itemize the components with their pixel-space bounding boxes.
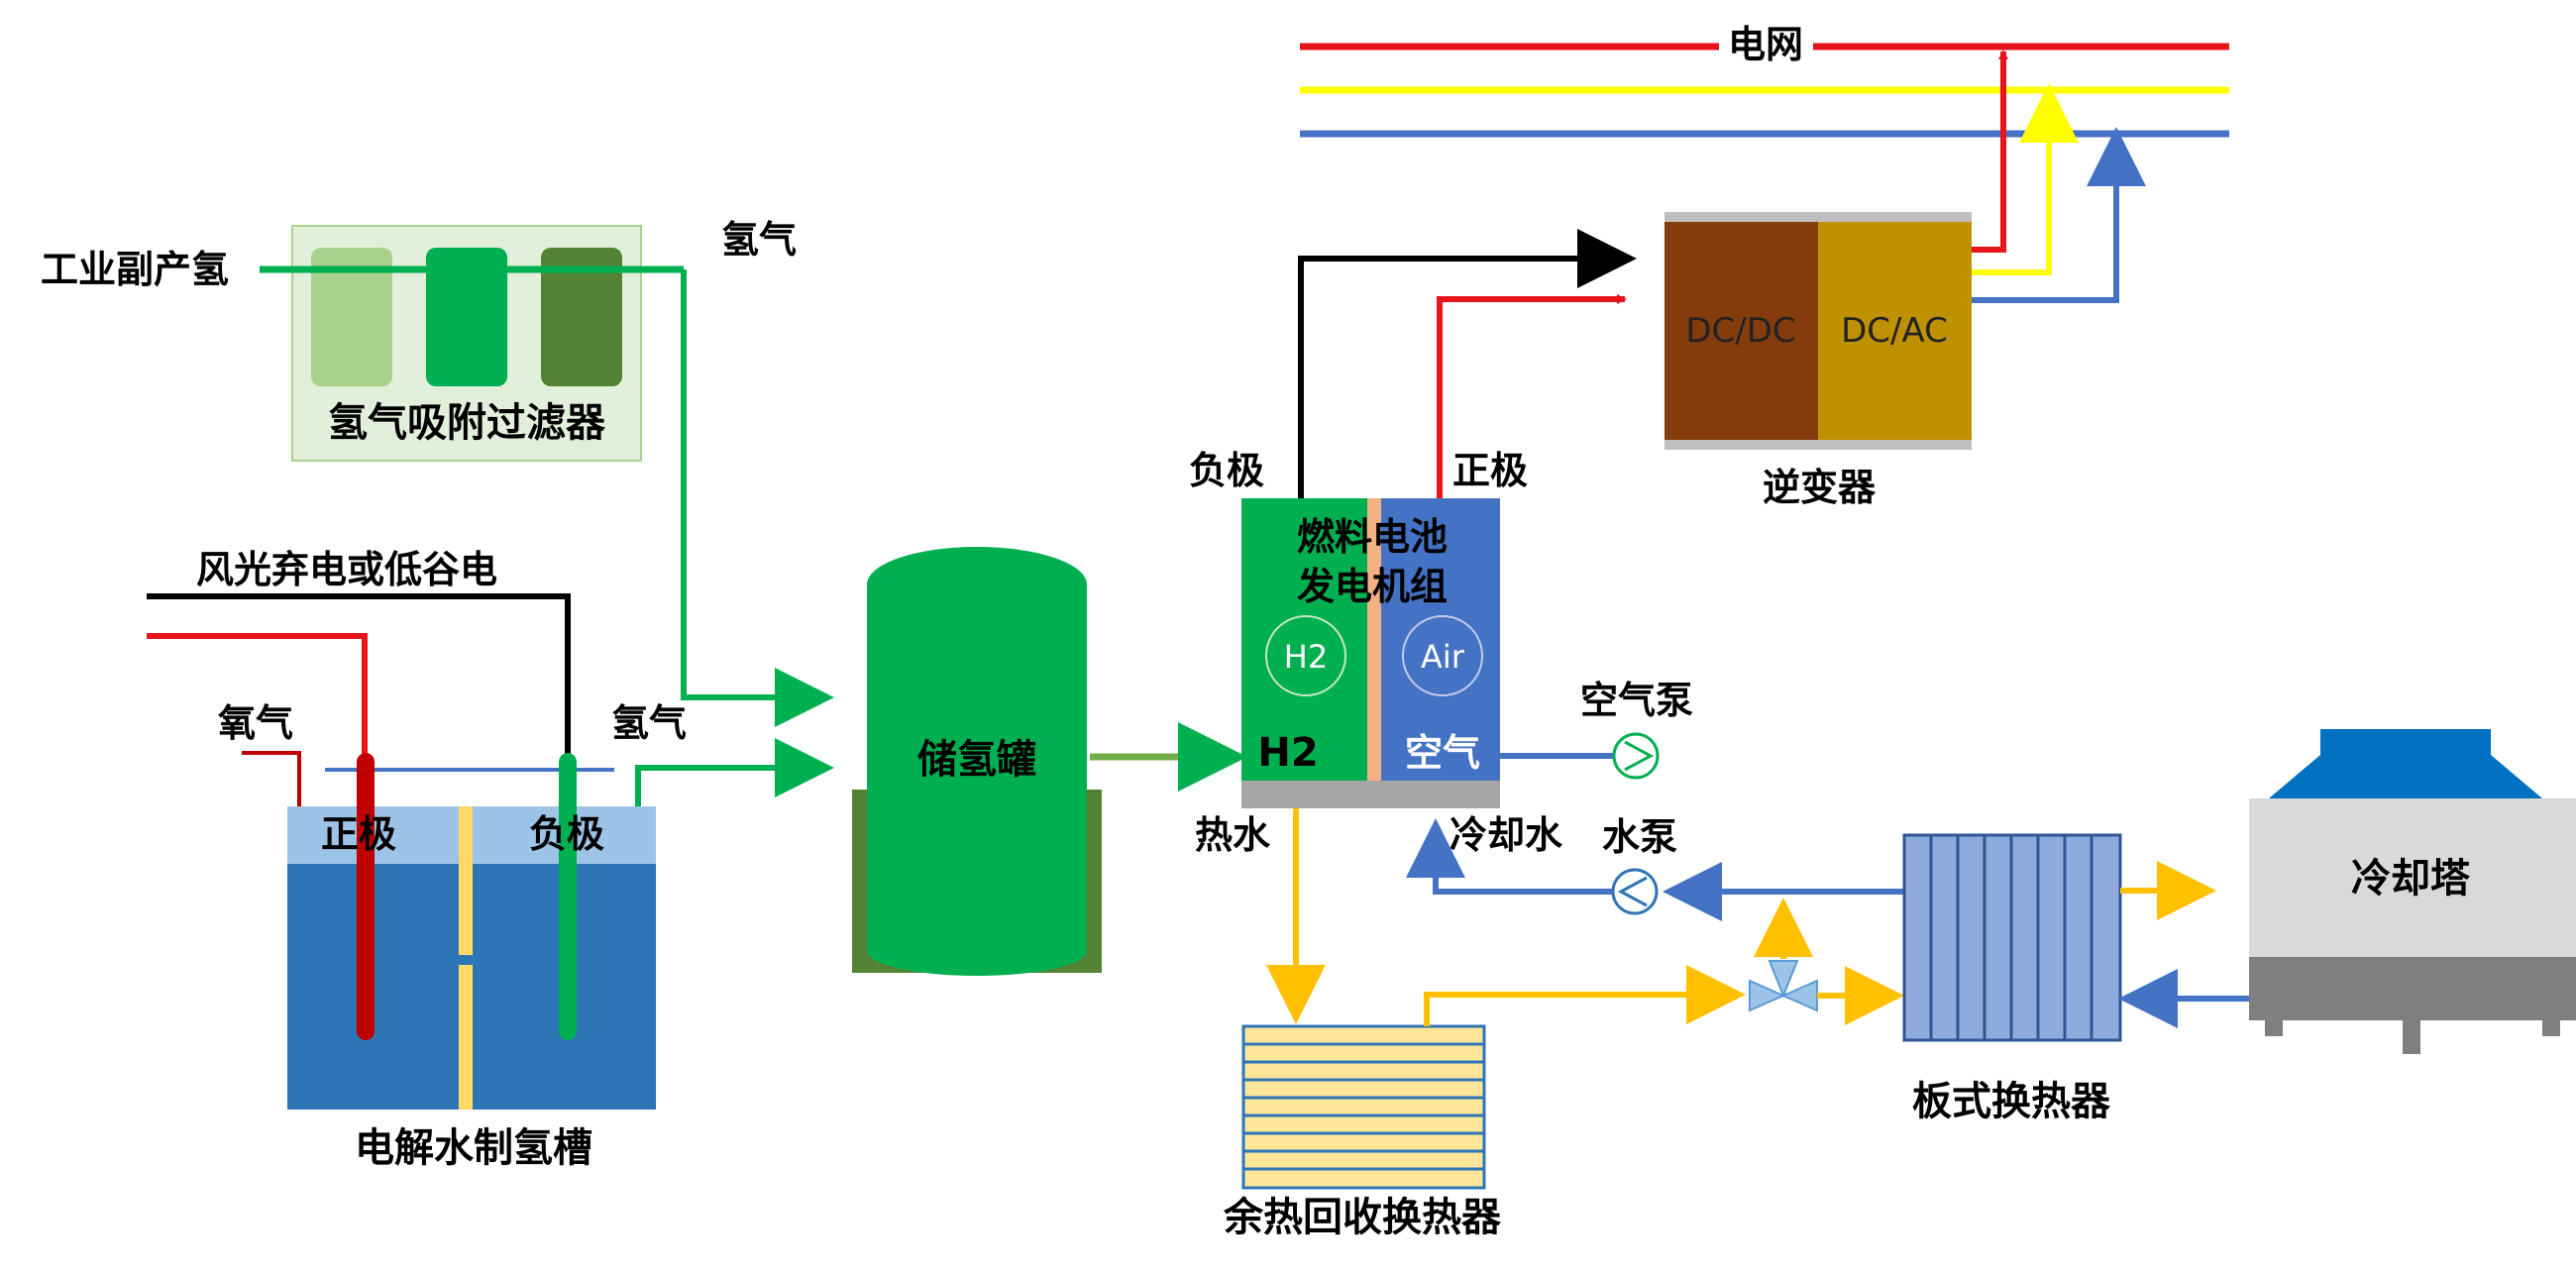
dcac-label: DC/AC bbox=[1841, 311, 1948, 351]
electrolyzer-tank: 正极 负极 bbox=[287, 753, 656, 1110]
electrolyzer-neg-label: 负极 bbox=[529, 812, 604, 856]
fuel-cell-title-line2: 发电机组 bbox=[1297, 565, 1448, 608]
waste-heat-out-pipe bbox=[1424, 965, 1746, 1026]
air-circle bbox=[1402, 615, 1483, 696]
inverter-grid-connections bbox=[1972, 50, 2146, 303]
h2-storage-tank: 储氢罐 bbox=[852, 547, 1102, 976]
filter-h2-out-label: 氢气 bbox=[721, 218, 797, 262]
plate-heat-exchanger bbox=[1902, 833, 2122, 1042]
cooling-tower: 冷却塔 bbox=[2249, 729, 2576, 1054]
dcdc-module bbox=[1664, 222, 1818, 440]
fuel-cell-h2-label: H2 bbox=[1257, 730, 1318, 776]
filter-label: 氢气吸附过滤器 bbox=[328, 400, 606, 446]
h2-circle bbox=[1265, 615, 1346, 696]
fuel-cell-neg-label: 负极 bbox=[1189, 449, 1264, 492]
water-pump-icon bbox=[1611, 868, 1659, 915]
water-pump-label: 水泵 bbox=[1602, 815, 1677, 859]
inverter: DC/DC DC/AC bbox=[1664, 212, 1972, 450]
dcdc-label: DC/DC bbox=[1685, 311, 1795, 351]
three-way-valve-icon bbox=[1749, 960, 1818, 1012]
negative-wire bbox=[1298, 229, 1637, 498]
tank-label: 储氢罐 bbox=[917, 737, 1036, 783]
fuel-cell-title-line1: 燃料电池 bbox=[1297, 515, 1448, 559]
filter-to-tank-pipe bbox=[681, 269, 834, 727]
oxygen-pipe bbox=[242, 751, 301, 806]
h2-adsorption-filter: 氢气吸附过滤器 bbox=[291, 225, 642, 462]
h2-circle-text: H2 bbox=[1284, 638, 1328, 676]
power-source-label: 风光弃电或低谷电 bbox=[196, 548, 497, 591]
electrolyzer-label: 电解水制氢槽 bbox=[355, 1125, 592, 1171]
electrolyzer-pos-label: 正极 bbox=[321, 812, 396, 856]
air-circle-text: Air bbox=[1421, 638, 1465, 676]
fuel-cell-air-label: 空气 bbox=[1405, 731, 1480, 775]
electrolyzer-h2-label: 氢气 bbox=[611, 701, 687, 745]
electrolyzer-power-wire-black bbox=[147, 593, 571, 763]
cooling-water-return-pipe bbox=[1406, 818, 1635, 895]
plate-heat-exchanger-label: 板式换热器 bbox=[1912, 1079, 2111, 1124]
byproduct-h2-label: 工业副产氢 bbox=[41, 248, 229, 291]
hot-water-label: 热水 bbox=[1195, 813, 1271, 857]
oxygen-label: 氧气 bbox=[218, 701, 293, 745]
electrolyzer-power-wire-red bbox=[147, 633, 368, 763]
air-pump-label: 空气泵 bbox=[1580, 679, 1693, 722]
grid-label: 电网 bbox=[1728, 23, 1803, 66]
inverter-label: 逆变器 bbox=[1763, 466, 1877, 509]
electrolyzer-to-tank-pipe bbox=[635, 738, 834, 807]
cooling-tower-label: 冷却塔 bbox=[2351, 856, 2471, 901]
dcac-module bbox=[1818, 222, 1972, 440]
cooling-water-label: 冷却水 bbox=[1449, 813, 1563, 857]
fuel-cell-unit: H2 Air 燃料电池 发电机组 H2 空气 bbox=[1241, 498, 1500, 808]
positive-wire bbox=[1437, 294, 1627, 498]
fuel-cell-pos-label: 正极 bbox=[1452, 449, 1528, 492]
waste-heat-exchanger bbox=[1241, 1024, 1486, 1190]
air-pump-icon bbox=[1612, 732, 1660, 780]
waste-heat-exchanger-label: 余热回收换热器 bbox=[1223, 1195, 1502, 1240]
